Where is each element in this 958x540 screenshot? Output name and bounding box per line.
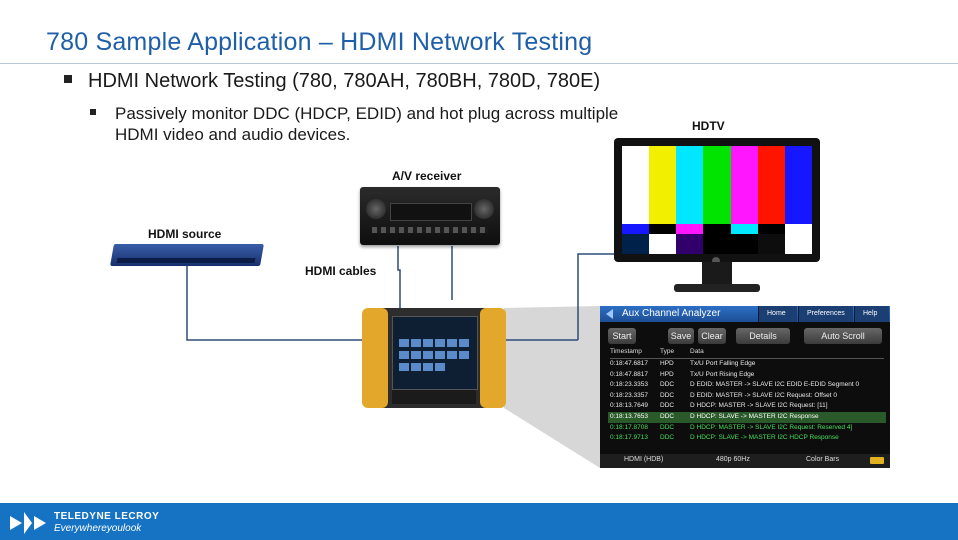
- col-data: Data: [690, 348, 704, 355]
- bullet-icon: [64, 75, 72, 83]
- color-bars-screen: [622, 146, 812, 254]
- bullet-level-1: HDMI Network Testing (780, 780AH, 780BH,…: [64, 70, 600, 93]
- hdtv-device: [614, 138, 820, 292]
- footer-band: [0, 503, 958, 540]
- hdtv-label: HDTV: [692, 119, 725, 133]
- zoom-beam: [504, 306, 600, 468]
- hdmi-source-label: HDMI source: [148, 227, 222, 241]
- bullet-level-2: Passively monitor DDC (HDCP, EDID) and h…: [90, 103, 655, 145]
- start-button[interactable]: Start: [608, 328, 636, 344]
- app-header: Aux Channel Analyzer Home Preferences He…: [600, 306, 890, 322]
- analyzer-screen-thumbnail: [392, 316, 478, 390]
- nav-help[interactable]: Help: [854, 306, 889, 322]
- status-indicator-icon: [870, 457, 884, 464]
- bullet-icon: [90, 109, 96, 115]
- hdmi-source-device: [110, 244, 264, 266]
- bullet-1-text: HDMI Network Testing (780, 780AH, 780BH,…: [88, 70, 601, 92]
- back-arrow-icon[interactable]: [606, 309, 613, 319]
- cable-source-analyzer: [186, 266, 364, 341]
- knob-icon: [474, 199, 494, 219]
- clear-button[interactable]: Clear: [698, 328, 726, 344]
- slide-title: 780 Sample Application – HDMI Network Te…: [46, 28, 593, 56]
- title-rule: [0, 63, 958, 64]
- status-mode: 480p 60Hz: [716, 456, 750, 463]
- status-bar: HDMI (HDB) 480p 60Hz Color Bars: [600, 454, 890, 468]
- tv-power-icon: [712, 257, 720, 265]
- bullet-2-text: Passively monitor DDC (HDCP, EDID) and h…: [115, 104, 619, 144]
- footer-company: TELEDYNE LECROY: [54, 511, 160, 522]
- receiver-buttons: [372, 227, 488, 233]
- col-timestamp: Timestamp: [610, 348, 642, 355]
- details-button[interactable]: Details: [736, 328, 790, 344]
- col-type: Type: [660, 348, 675, 355]
- nav-home[interactable]: Home: [758, 306, 797, 322]
- aux-channel-analyzer-screen: Aux Channel Analyzer Home Preferences He…: [600, 306, 890, 468]
- cable-avr-analyzer-1: [397, 246, 401, 308]
- save-button[interactable]: Save: [668, 328, 694, 344]
- av-receiver-label: A/V receiver: [392, 169, 462, 183]
- app-title: Aux Channel Analyzer: [622, 308, 721, 319]
- nav-preferences[interactable]: Preferences: [798, 306, 853, 322]
- auto-scroll-button[interactable]: Auto Scroll: [804, 328, 882, 344]
- hdmi-cables-label: HDMI cables: [305, 264, 377, 278]
- status-pattern: Color Bars: [806, 456, 840, 463]
- receiver-display: [390, 203, 472, 221]
- knob-icon: [366, 199, 386, 219]
- table-header: Timestamp Type Data: [610, 348, 884, 359]
- status-port: HDMI (HDB): [624, 456, 664, 463]
- footer-tagline: Everywhereyoulook: [54, 523, 142, 534]
- cable-analyzer-tv: [577, 253, 614, 340]
- av-receiver-device: [360, 187, 500, 245]
- 780-analyzer-device: [362, 308, 506, 408]
- teledyne-logo-icon: [10, 512, 46, 534]
